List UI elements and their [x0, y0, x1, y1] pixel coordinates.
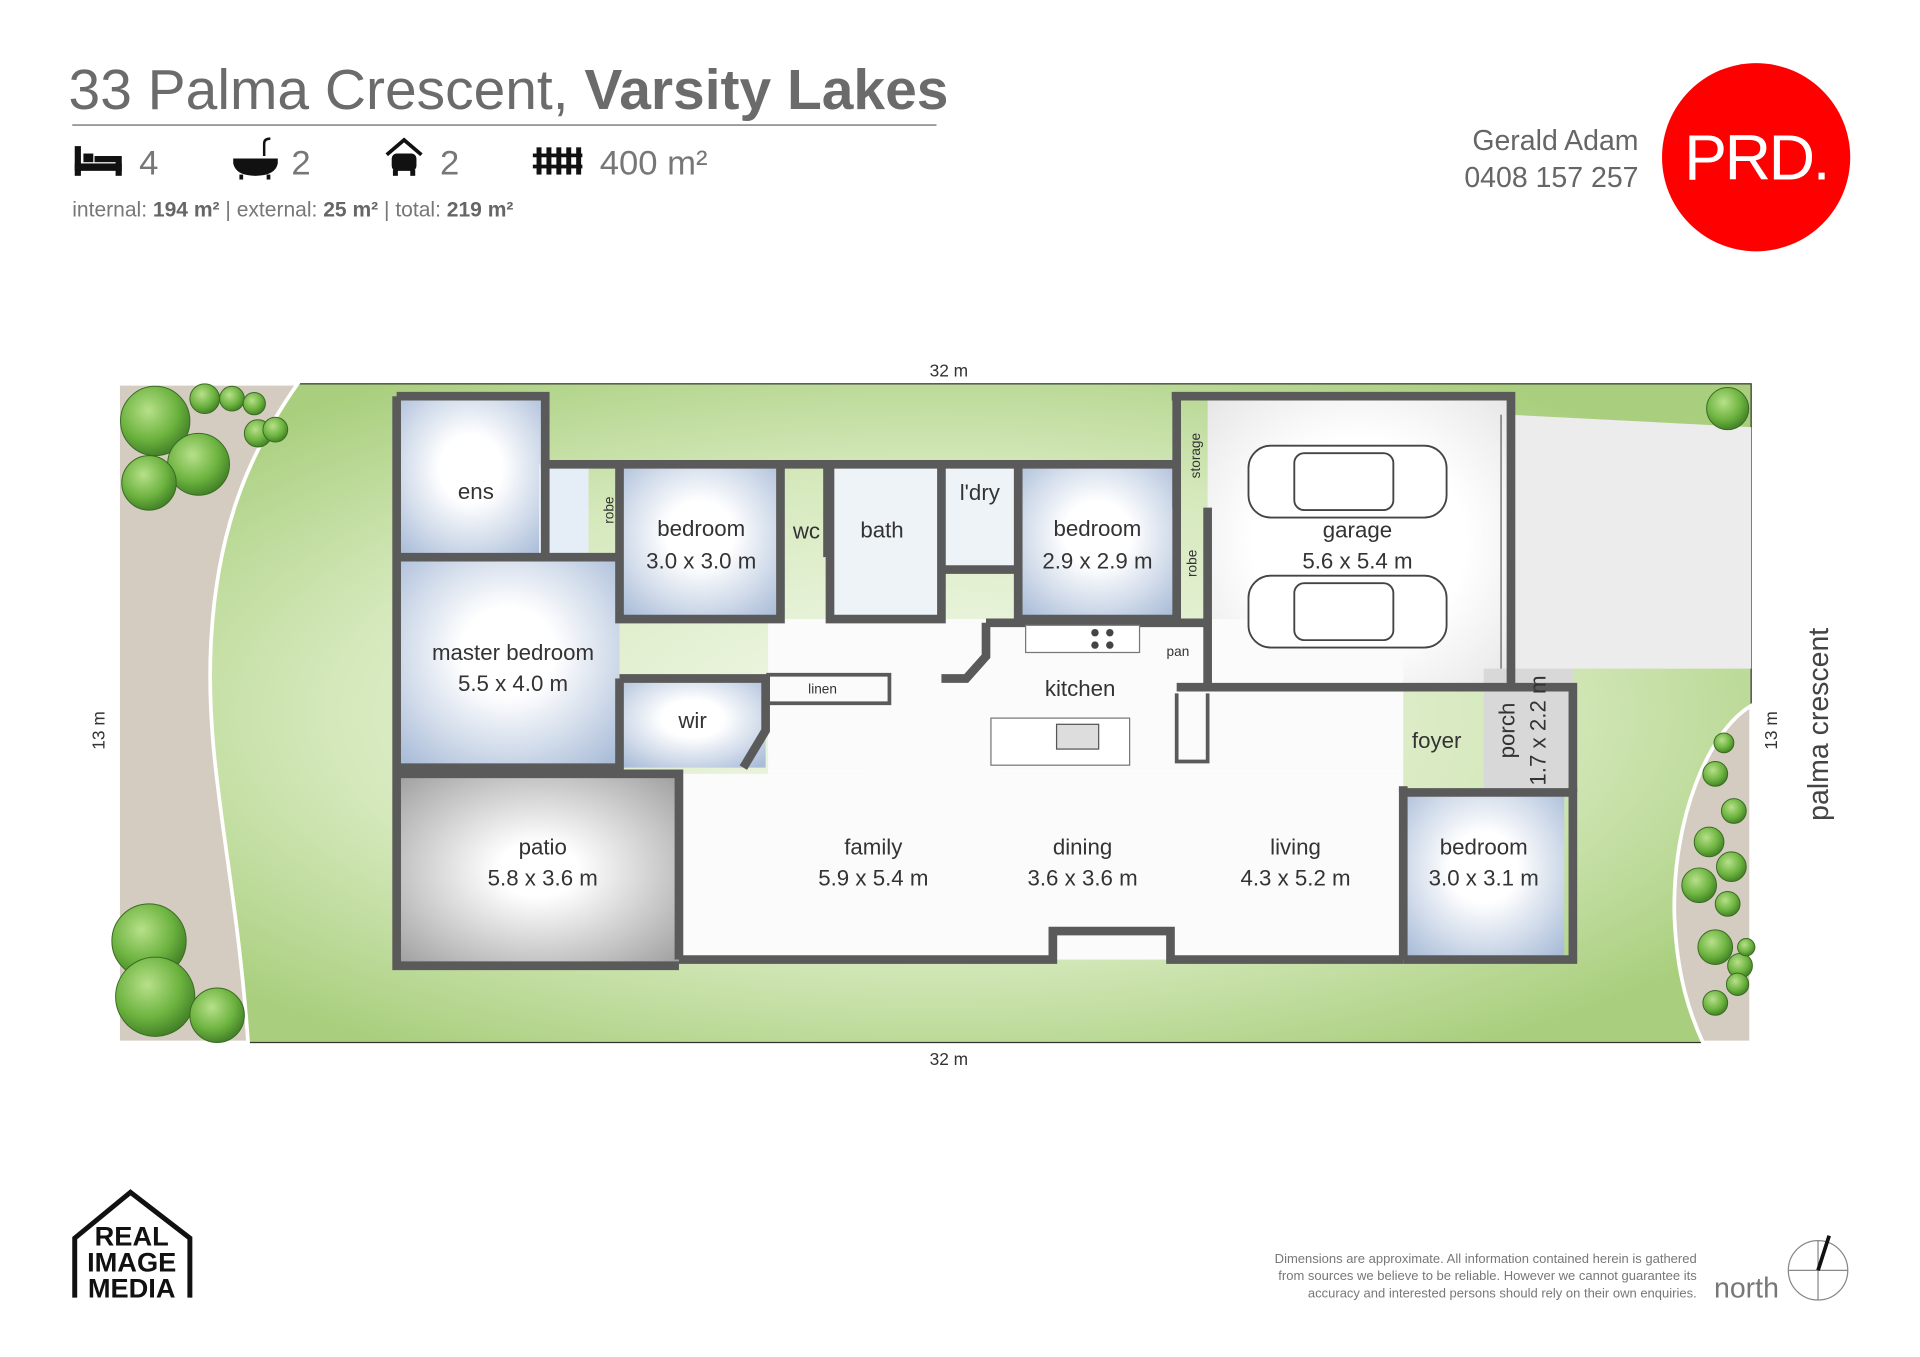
feature-bedrooms: 4 [74, 145, 158, 183]
bed-icon [74, 146, 122, 176]
tree-icon [1713, 732, 1735, 754]
tree-icon [1714, 890, 1741, 917]
site-plan: ens bedroom 3.0 x 3.0 m wc bath l'dry be… [88, 360, 1834, 1068]
parking-count: 2 [440, 145, 459, 183]
property-address-title: 33 Palma Crescent, Varsity Lakes [69, 58, 949, 122]
street-name: palma crescent [1803, 628, 1835, 821]
tree-icon [1697, 929, 1734, 966]
room-laundry: l'dry [960, 480, 1001, 505]
room-kitchen: kitchen [1045, 676, 1116, 701]
agent-phone[interactable]: 0408 157 257 [1464, 162, 1638, 194]
tree-icon [1720, 798, 1747, 824]
tree-icon [1693, 826, 1725, 858]
bath-icon [233, 137, 278, 180]
room-wc: wc [792, 519, 820, 544]
north-label: north [1714, 1273, 1779, 1305]
disclaimer: Dimensions are approximate. All informat… [1275, 1251, 1698, 1301]
room-porch-size: 1.7 x 2.2 m [1526, 675, 1551, 785]
car-garage-icon [385, 137, 423, 176]
bathroom-count: 2 [291, 145, 310, 183]
room-bedroom-2-size: 2.9 x 2.9 m [1042, 548, 1152, 573]
room-garage: garage [1323, 517, 1392, 542]
tree-icon [1716, 851, 1747, 883]
svg-text:PRD.: PRD. [1684, 122, 1828, 194]
dimension-right: 13 m [1761, 711, 1781, 750]
svg-text:accuracy and interested person: accuracy and interested persons should r… [1308, 1286, 1697, 1301]
compass-north-icon [1787, 1235, 1849, 1301]
room-bath: bath [860, 517, 903, 542]
tree-icon [1737, 938, 1756, 957]
svg-text:MEDIA: MEDIA [88, 1273, 176, 1304]
room-master-bedroom: master bedroom [432, 640, 594, 665]
tree-icon [1725, 972, 1750, 996]
driveway [1510, 414, 1752, 669]
dimension-bottom: 32 m [930, 1049, 969, 1069]
room-bedroom-3: bedroom [1440, 834, 1528, 859]
room-bedroom-2: bedroom [1053, 516, 1141, 541]
tree-icon [1706, 387, 1750, 431]
tree-icon [242, 391, 266, 416]
room-bedroom-1-size: 3.0 x 3.0 m [646, 548, 756, 573]
svg-text:IMAGE: IMAGE [87, 1247, 176, 1278]
room-family: family [844, 834, 903, 859]
tree-icon [189, 383, 221, 415]
room-master-bedroom-size: 5.5 x 4.0 m [458, 671, 568, 696]
feature-land-size: 400 m² [532, 145, 708, 183]
room-ens: ens [458, 479, 494, 504]
tree-icon [219, 385, 245, 412]
prd-logo: PRD. [1662, 63, 1851, 252]
room-patio: patio [519, 834, 567, 859]
tree-icon [1681, 867, 1717, 904]
svg-text:REAL: REAL [95, 1221, 169, 1252]
tree-icon [167, 432, 230, 496]
room-dining: dining [1053, 834, 1112, 859]
left-path [116, 381, 302, 1045]
tree-icon [120, 385, 191, 457]
label-storage: storage [1188, 433, 1203, 478]
feature-bathrooms: 2 [233, 137, 311, 183]
dimension-top: 32 m [930, 360, 969, 380]
real-image-media-logo: REAL IMAGE MEDIA [72, 1189, 193, 1304]
dimension-left: 13 m [88, 711, 108, 750]
area-summary: internal: 194 m² | external: 25 m² | tot… [72, 199, 513, 222]
room-living-size: 4.3 x 5.2 m [1240, 865, 1350, 890]
room-bedroom-3-size: 3.0 x 3.1 m [1429, 865, 1539, 890]
room-dining-size: 3.6 x 3.6 m [1027, 865, 1137, 890]
feature-parking: 2 [385, 137, 459, 183]
trees [111, 383, 1756, 1044]
room-living: living [1270, 834, 1321, 859]
tree-icon [262, 416, 289, 443]
room-family-size: 5.9 x 5.4 m [818, 865, 928, 890]
bedroom-count: 4 [139, 145, 158, 183]
room-bedroom-1: bedroom [657, 516, 745, 541]
room-porch: porch [1495, 703, 1520, 759]
label-linen: linen [808, 681, 837, 696]
land-size: 400 m² [600, 145, 708, 183]
svg-text:from sources we believe to be: from sources we believe to be reliable. … [1278, 1268, 1697, 1283]
tree-icon [189, 987, 245, 1044]
label-robe-1: robe [601, 496, 616, 523]
cars [1247, 444, 1448, 649]
agent-name: Gerald Adam [1472, 125, 1638, 157]
room-patio-size: 5.8 x 3.6 m [488, 865, 598, 890]
room-foyer: foyer [1412, 728, 1462, 753]
svg-text:Dimensions are approximate. A: Dimensions are approximate. All informat… [1275, 1251, 1697, 1266]
tree-icon [121, 455, 177, 511]
room-garage-size: 5.6 x 5.4 m [1302, 548, 1412, 573]
label-pantry: pan [1167, 644, 1190, 659]
room-wir: wir [677, 708, 707, 733]
label-robe-2: robe [1184, 550, 1199, 577]
tree-icon [1702, 990, 1729, 1016]
tree-icon [115, 956, 196, 1037]
fence-icon [532, 147, 583, 175]
tree-icon [1702, 760, 1729, 787]
